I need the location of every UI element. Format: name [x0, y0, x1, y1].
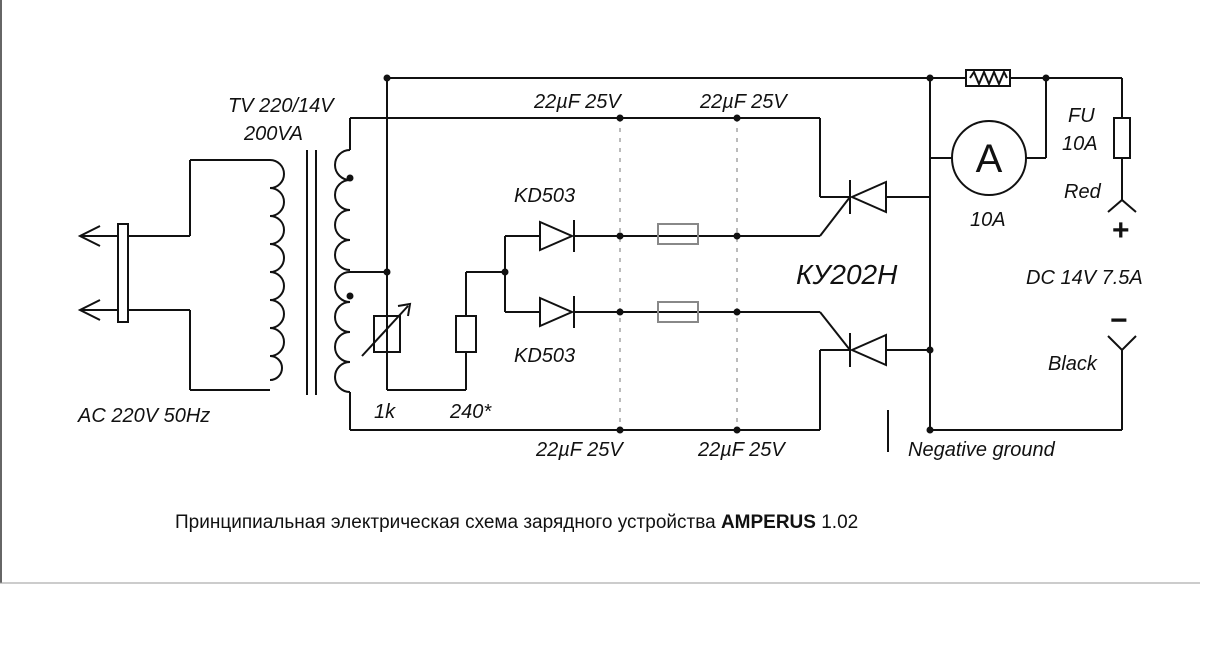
- ammeter-icon: [951, 120, 1027, 196]
- output-rating-label: DC 14V 7.5A: [1026, 267, 1143, 289]
- cap-top-2-label: 22µF 25V: [699, 91, 788, 113]
- ac-input-label: AC 220V 50Hz: [77, 405, 210, 427]
- diagram-caption: Принципиальная электрическая схема заряд…: [175, 512, 858, 533]
- potentiometer-label: 1k: [374, 401, 396, 423]
- cap-bottom-2-label: 22µF 25V: [697, 439, 786, 461]
- diode-bottom-label: KD503: [514, 345, 575, 367]
- fuse-rating-label: 10A: [1062, 133, 1098, 155]
- positive-terminal-sign: +: [1112, 214, 1130, 247]
- ammeter-rating-label: 10A: [970, 209, 1006, 231]
- cap-top-1-label: 22µF 25V: [533, 91, 622, 113]
- caption-text: Принципиальная электрическая схема заряд…: [175, 512, 721, 533]
- wires: [77, 69, 1137, 452]
- ammeter-symbol: A: [976, 137, 1003, 181]
- resistor-label: 240*: [449, 401, 492, 423]
- negative-terminal-sign: −: [1110, 304, 1128, 337]
- black-wire-label: Black: [1048, 353, 1098, 375]
- caption-version: 1.02: [816, 512, 858, 533]
- transformer-label: TV 220/14V: [228, 95, 335, 117]
- junction-dots: [346, 74, 1050, 434]
- red-wire-label: Red: [1064, 181, 1102, 203]
- negative-ground-label: Negative ground: [908, 439, 1056, 461]
- cap-bottom-1-label: 22µF 25V: [535, 439, 624, 461]
- transformer-power-label: 200VA: [243, 123, 303, 145]
- thyristor-label: КУ202Н: [796, 259, 898, 290]
- caption-product-name: AMPERUS: [721, 512, 816, 533]
- diode-top-label: KD503: [514, 185, 575, 207]
- fuse-label: FU: [1068, 105, 1095, 127]
